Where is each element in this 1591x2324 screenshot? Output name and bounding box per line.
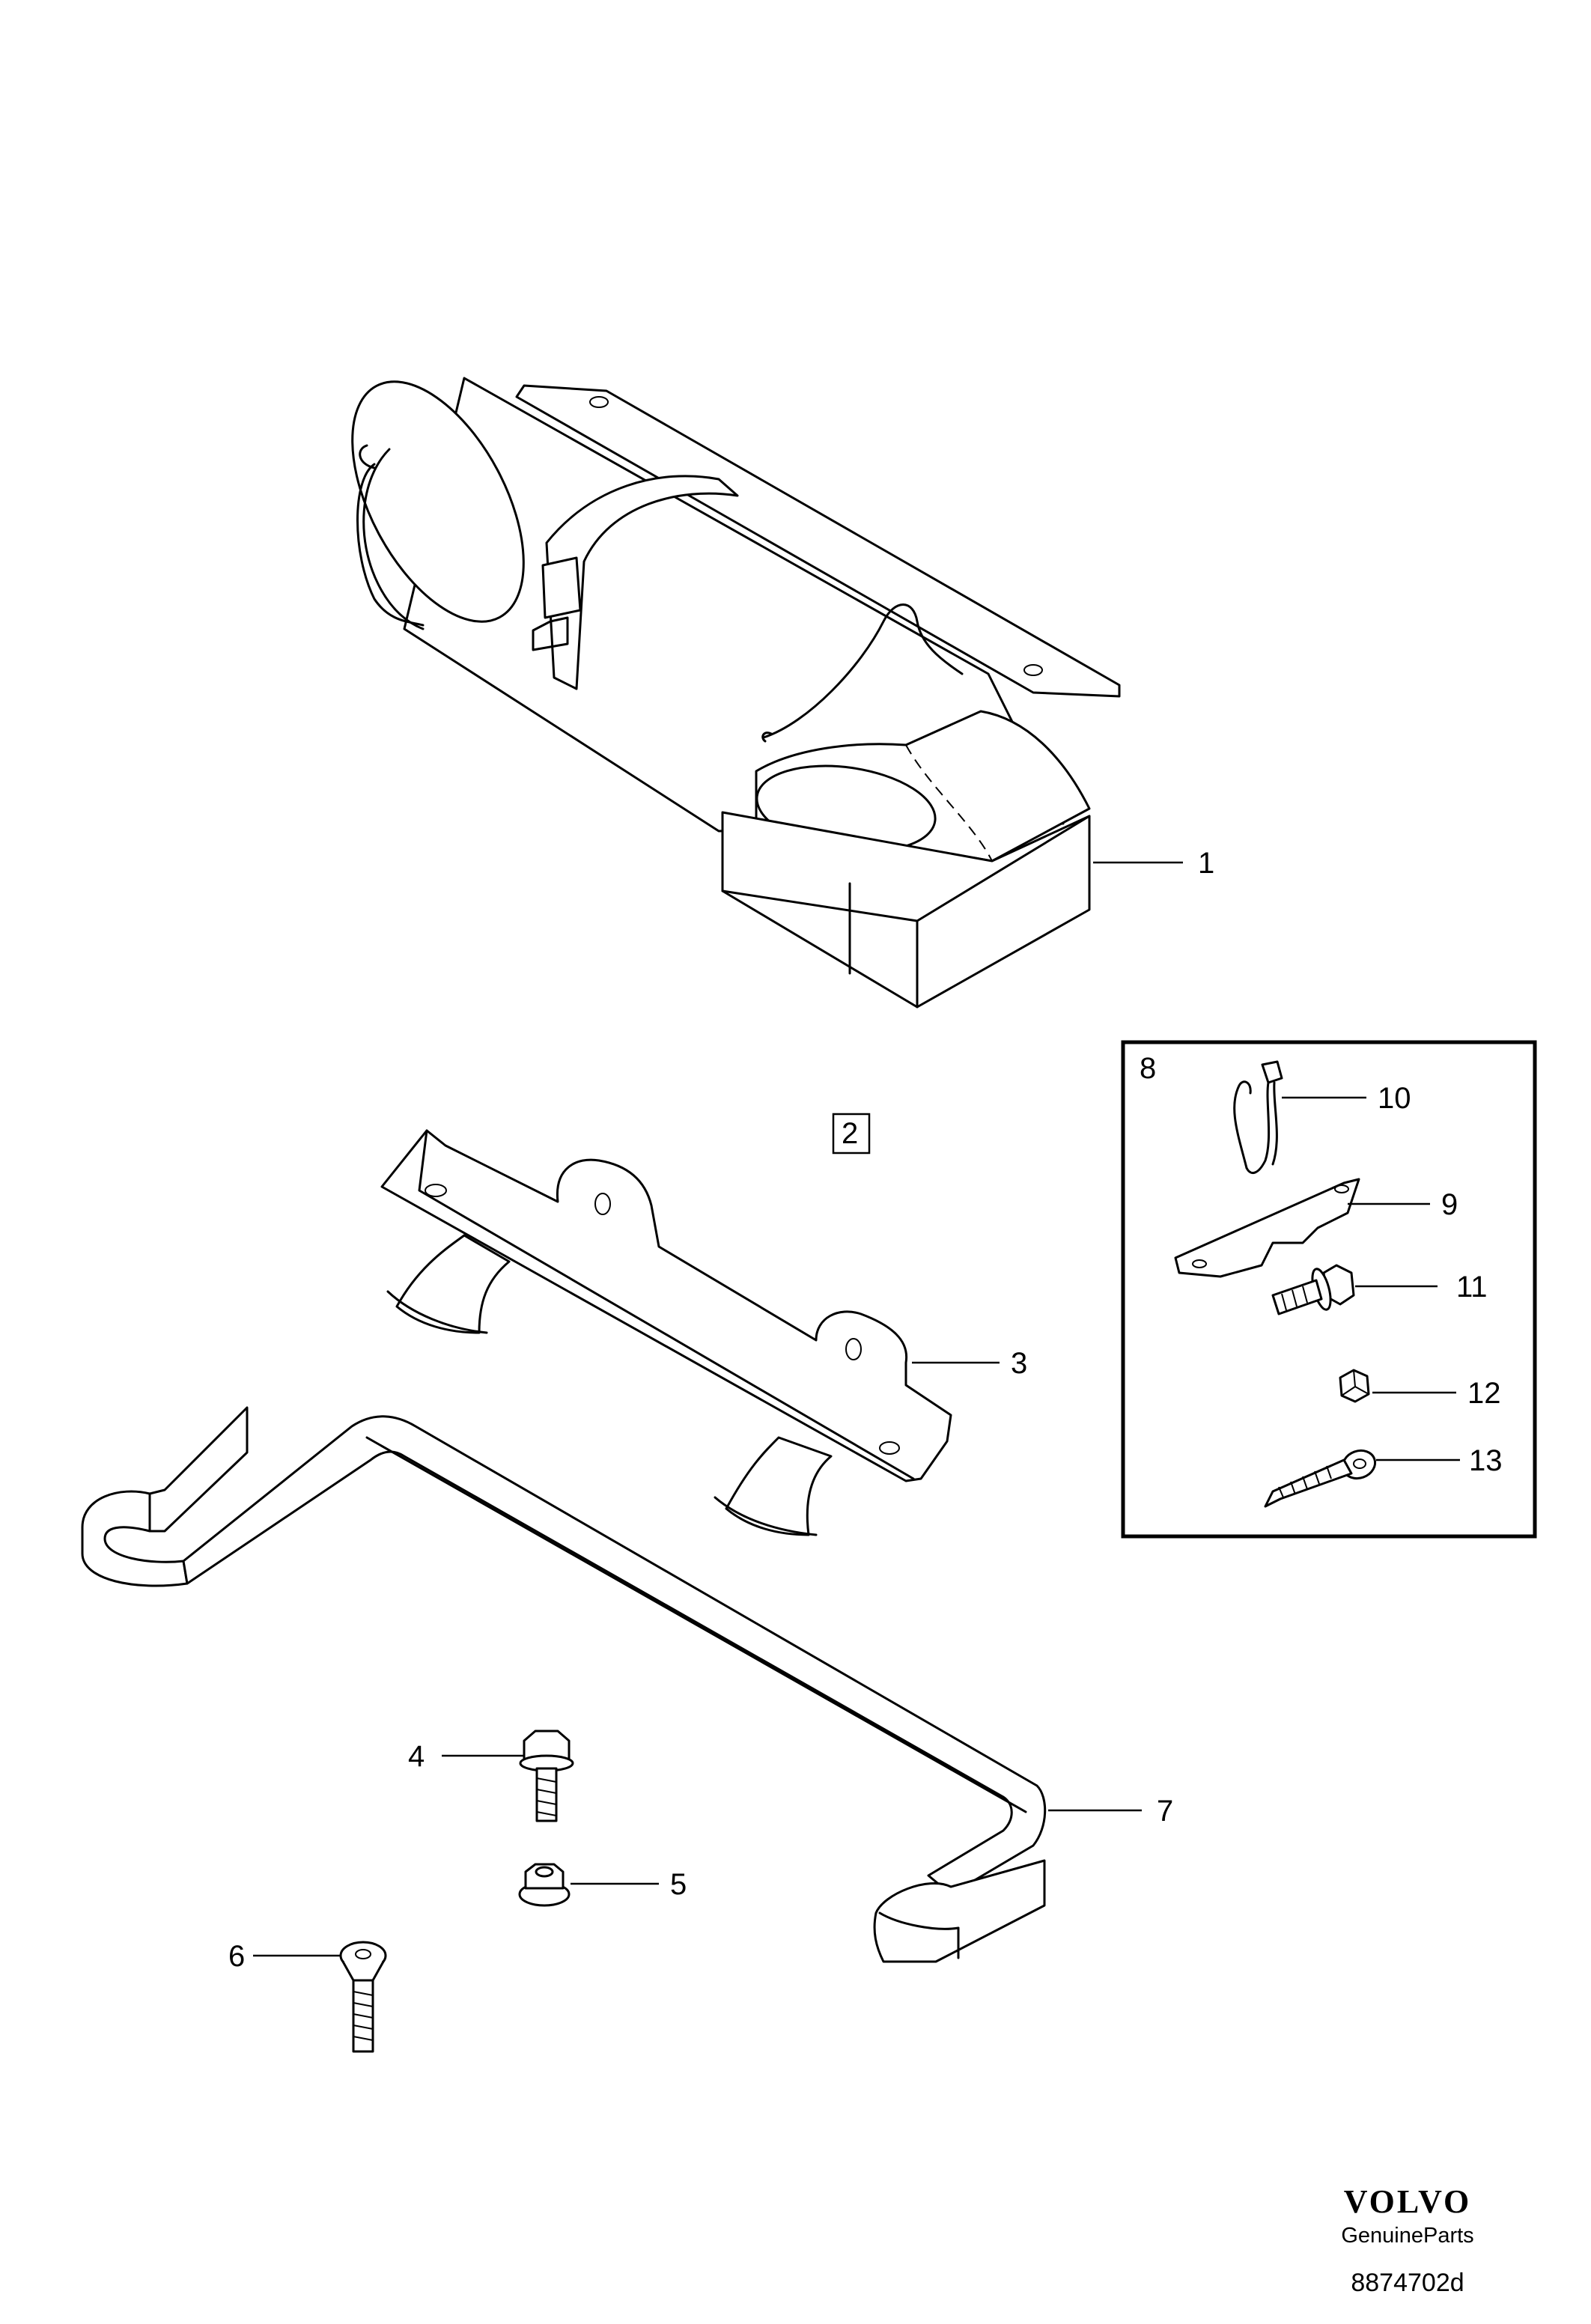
callout-5: 5 [670,1868,687,1901]
callout-9: 9 [1441,1188,1458,1221]
callout-6: 6 [228,1940,245,1973]
callout-12: 12 [1467,1377,1501,1410]
diagram-code: 8874702d [1351,2269,1464,2297]
callout-11: 11 [1456,1271,1488,1304]
callout-1: 1 [1198,847,1214,880]
part-4-bolt [519,1730,574,1822]
part-7-strap [81,1406,1047,1963]
part-6-screw [339,1941,387,2053]
callout-3: 3 [1011,1347,1027,1380]
part-13-screw [1264,1449,1377,1508]
volvo-logo: VOLVO [1344,2183,1472,2220]
part-5-nut [518,1863,571,1907]
branding: VOLVO GenuineParts 8874702d [1341,2183,1473,2297]
part-10-cable [1233,1060,1283,1174]
part-12-nut [1339,1369,1370,1403]
kit-8-inset: 8 10 9 11 [1121,1040,1537,1539]
callout-8: 8 [1140,1052,1156,1085]
callout-2: 2 [842,1117,858,1150]
callout-4: 4 [408,1740,425,1773]
callout-7: 7 [1157,1795,1173,1828]
part-3-bracket [380,1129,952,1536]
callout-10: 10 [1378,1082,1411,1115]
callout-13: 13 [1469,1444,1503,1477]
part-9-bracket [1174,1178,1360,1278]
part-1-canister [351,377,1121,1009]
part-11-bolt [1271,1264,1355,1315]
callout-2-box [832,1113,871,1155]
genuine-parts-label: GenuineParts [1341,2224,1473,2248]
